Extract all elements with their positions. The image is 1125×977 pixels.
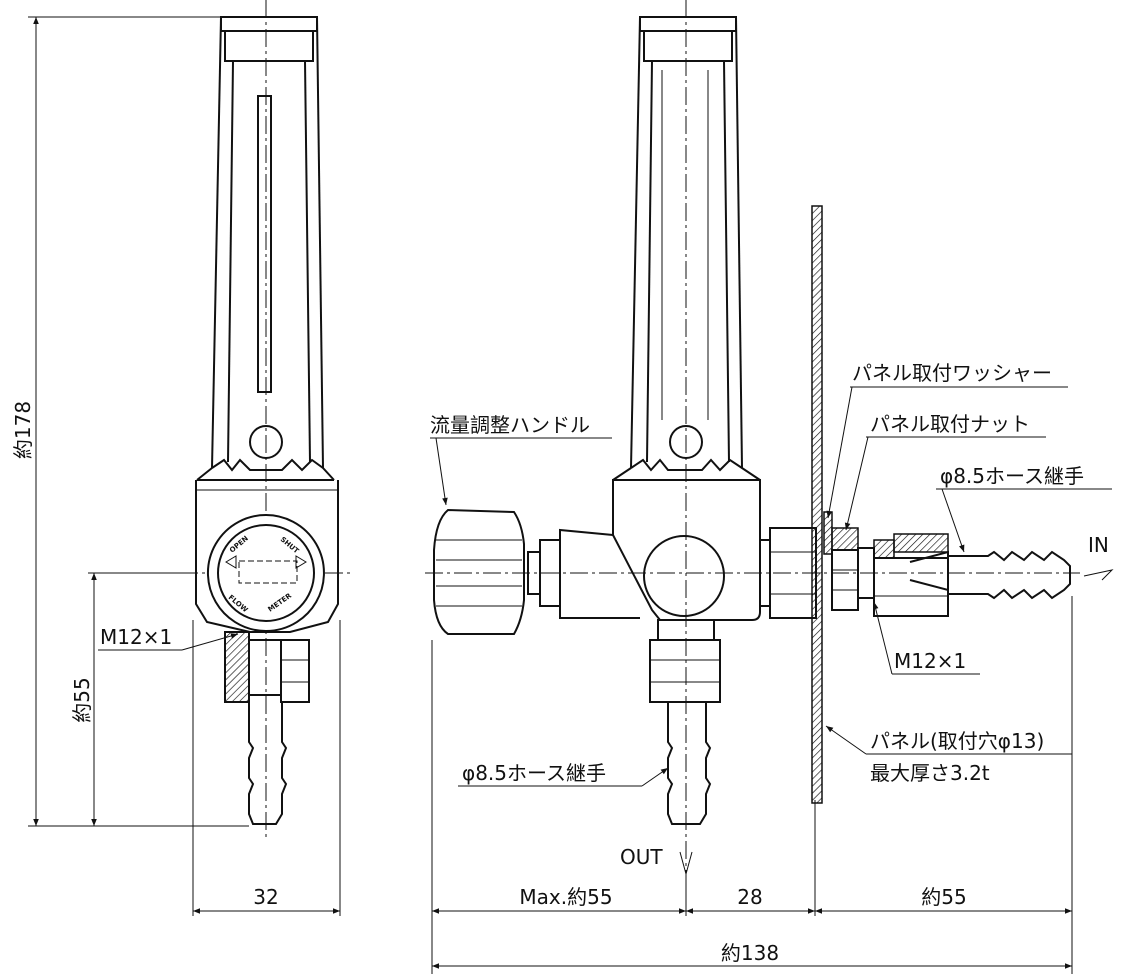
label-hose-joint-out: φ8.5ホース継手: [462, 761, 606, 785]
side-view: 流量調整ハンドル パネル取付ワッシャー パネル取付ナット φ8.5ホース継手 I…: [425, 0, 1114, 974]
label-panel-thickness: 最大厚さ3.2t: [870, 761, 990, 785]
front-flow-tube: [196, 16, 335, 481]
dim-body-to-panel: 28: [737, 885, 762, 909]
dim-height-total: 約178: [11, 401, 35, 459]
flow-adjust-handle: [433, 508, 525, 635]
label-hose-joint-in: φ8.5ホース継手: [940, 464, 1084, 488]
dim-handle-depth: Max.約55: [519, 885, 612, 909]
dim-panel-to-end: 約55: [921, 885, 966, 909]
dim-height-lower: 約55: [70, 677, 94, 722]
front-valve-body: [195, 480, 339, 633]
label-thread-front: M12×1: [100, 625, 172, 649]
dim-width-front: 32: [253, 885, 278, 909]
front-view: OPEN SHUT FLOW METER 約178 約55 32 M12×1: [11, 0, 350, 916]
panel-connector: [759, 205, 1071, 804]
label-panel-washer: パネル取付ワッシャー: [852, 361, 1052, 385]
flow-adjust-knob-front: OPEN SHUT FLOW METER: [207, 514, 325, 632]
label-panel-hole: パネル(取付穴φ13): [870, 729, 1044, 753]
dim-overall-length: 約138: [721, 941, 779, 965]
side-lower-fitting: [649, 619, 721, 825]
side-valve-body: [527, 479, 761, 621]
label-thread-side: M12×1: [894, 649, 966, 673]
label-out-port: OUT: [620, 845, 663, 869]
label-flow-handle: 流量調整ハンドル: [430, 413, 590, 437]
side-flow-tube: [612, 16, 761, 481]
label-panel-nut: パネル取付ナット: [870, 412, 1030, 436]
front-lower-fitting: [224, 631, 310, 825]
label-in-port: IN: [1088, 533, 1109, 557]
panel-plate: [811, 205, 823, 804]
